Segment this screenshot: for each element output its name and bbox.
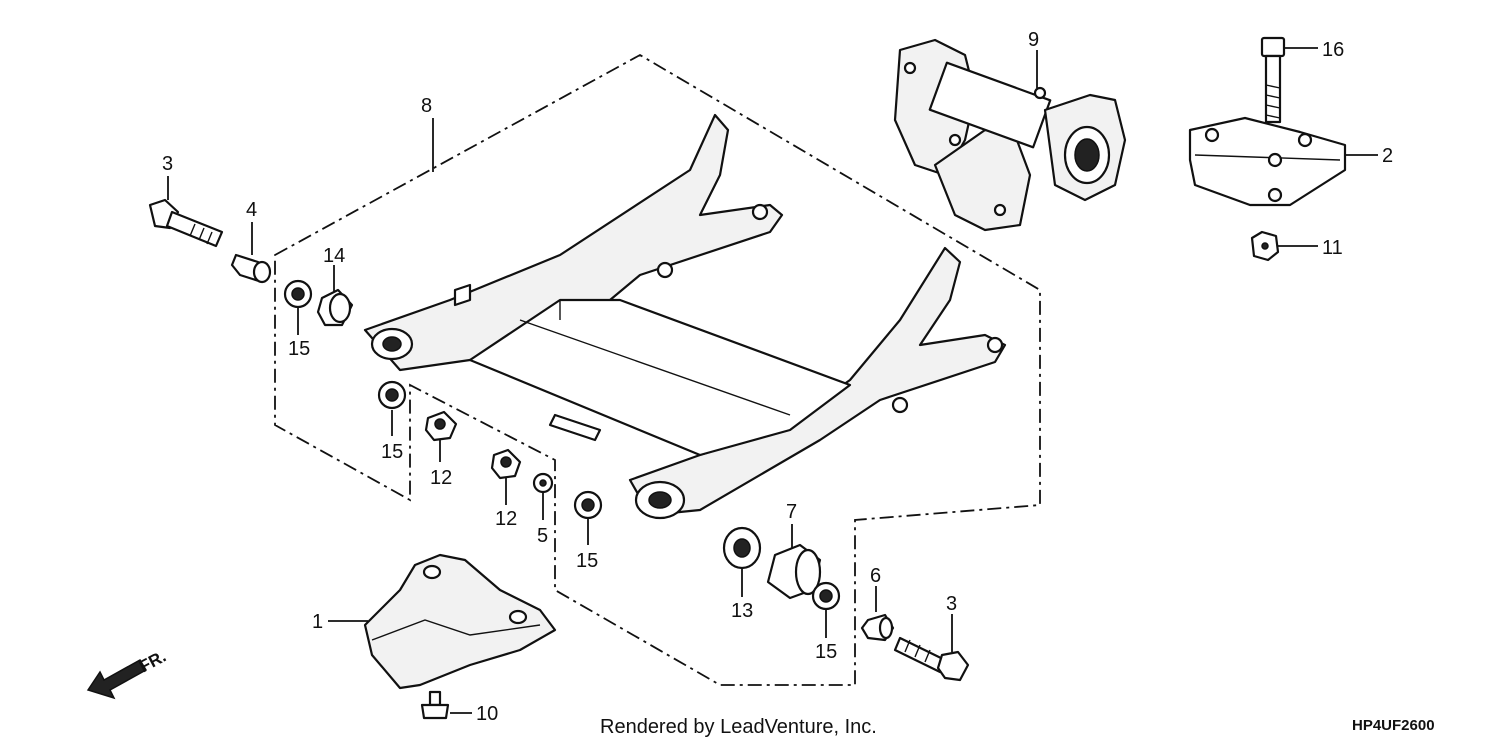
callout-12-b: 12 bbox=[495, 508, 517, 530]
callout-6: 6 bbox=[870, 565, 881, 587]
seal-15-mid[interactable] bbox=[377, 380, 407, 410]
callout-8: 8 bbox=[421, 95, 432, 117]
callout-3-right: 3 bbox=[946, 593, 957, 615]
swingarm[interactable] bbox=[363, 113, 1007, 520]
render-credit: Rendered by LeadVenture, Inc. bbox=[600, 716, 877, 738]
callout-15-mid: 15 bbox=[381, 441, 403, 463]
bracket[interactable] bbox=[1188, 116, 1347, 207]
collar-4[interactable] bbox=[230, 253, 272, 284]
assembly-boundary bbox=[274, 53, 1041, 686]
diagram-code: HP4UF2600 bbox=[1352, 717, 1435, 734]
bushing-7[interactable] bbox=[766, 543, 822, 600]
callout-4: 4 bbox=[246, 199, 257, 221]
callout-13: 13 bbox=[731, 600, 753, 622]
callout-7: 7 bbox=[786, 501, 797, 523]
callout-5: 5 bbox=[537, 525, 548, 547]
skid-plate[interactable] bbox=[363, 553, 557, 690]
bearing-14[interactable] bbox=[316, 288, 354, 327]
seal-15-top[interactable] bbox=[283, 279, 313, 309]
leader-lines bbox=[167, 47, 1378, 714]
callout-1: 1 bbox=[312, 611, 323, 633]
callout-2: 2 bbox=[1382, 145, 1393, 167]
callout-12-a: 12 bbox=[430, 467, 452, 489]
callout-16: 16 bbox=[1322, 39, 1344, 61]
seal-15-right[interactable] bbox=[573, 490, 603, 520]
collar-6[interactable] bbox=[860, 613, 895, 642]
collar-12-a[interactable] bbox=[424, 410, 458, 442]
collar-12-b[interactable] bbox=[490, 448, 522, 480]
bearing-13[interactable] bbox=[722, 526, 762, 570]
bolt-16[interactable] bbox=[1260, 36, 1286, 124]
callout-14: 14 bbox=[323, 245, 345, 267]
callout-3-left: 3 bbox=[162, 153, 173, 175]
callout-15-bottom: 15 bbox=[815, 641, 837, 663]
nut-11[interactable] bbox=[1250, 230, 1280, 262]
callout-9: 9 bbox=[1028, 29, 1039, 51]
arrow-left-down-icon: FR. bbox=[86, 647, 169, 700]
bolt-3-left[interactable] bbox=[148, 198, 224, 248]
axle-housing[interactable] bbox=[893, 38, 1127, 232]
callout-11: 11 bbox=[1322, 237, 1343, 259]
callout-10: 10 bbox=[476, 703, 498, 725]
bolt-10[interactable] bbox=[420, 690, 450, 720]
washer-5[interactable] bbox=[532, 472, 554, 494]
callout-15-right: 15 bbox=[576, 550, 598, 572]
callout-15-top: 15 bbox=[288, 338, 310, 360]
seal-15-bottom[interactable] bbox=[811, 581, 841, 611]
bolt-3-right[interactable] bbox=[893, 636, 970, 682]
